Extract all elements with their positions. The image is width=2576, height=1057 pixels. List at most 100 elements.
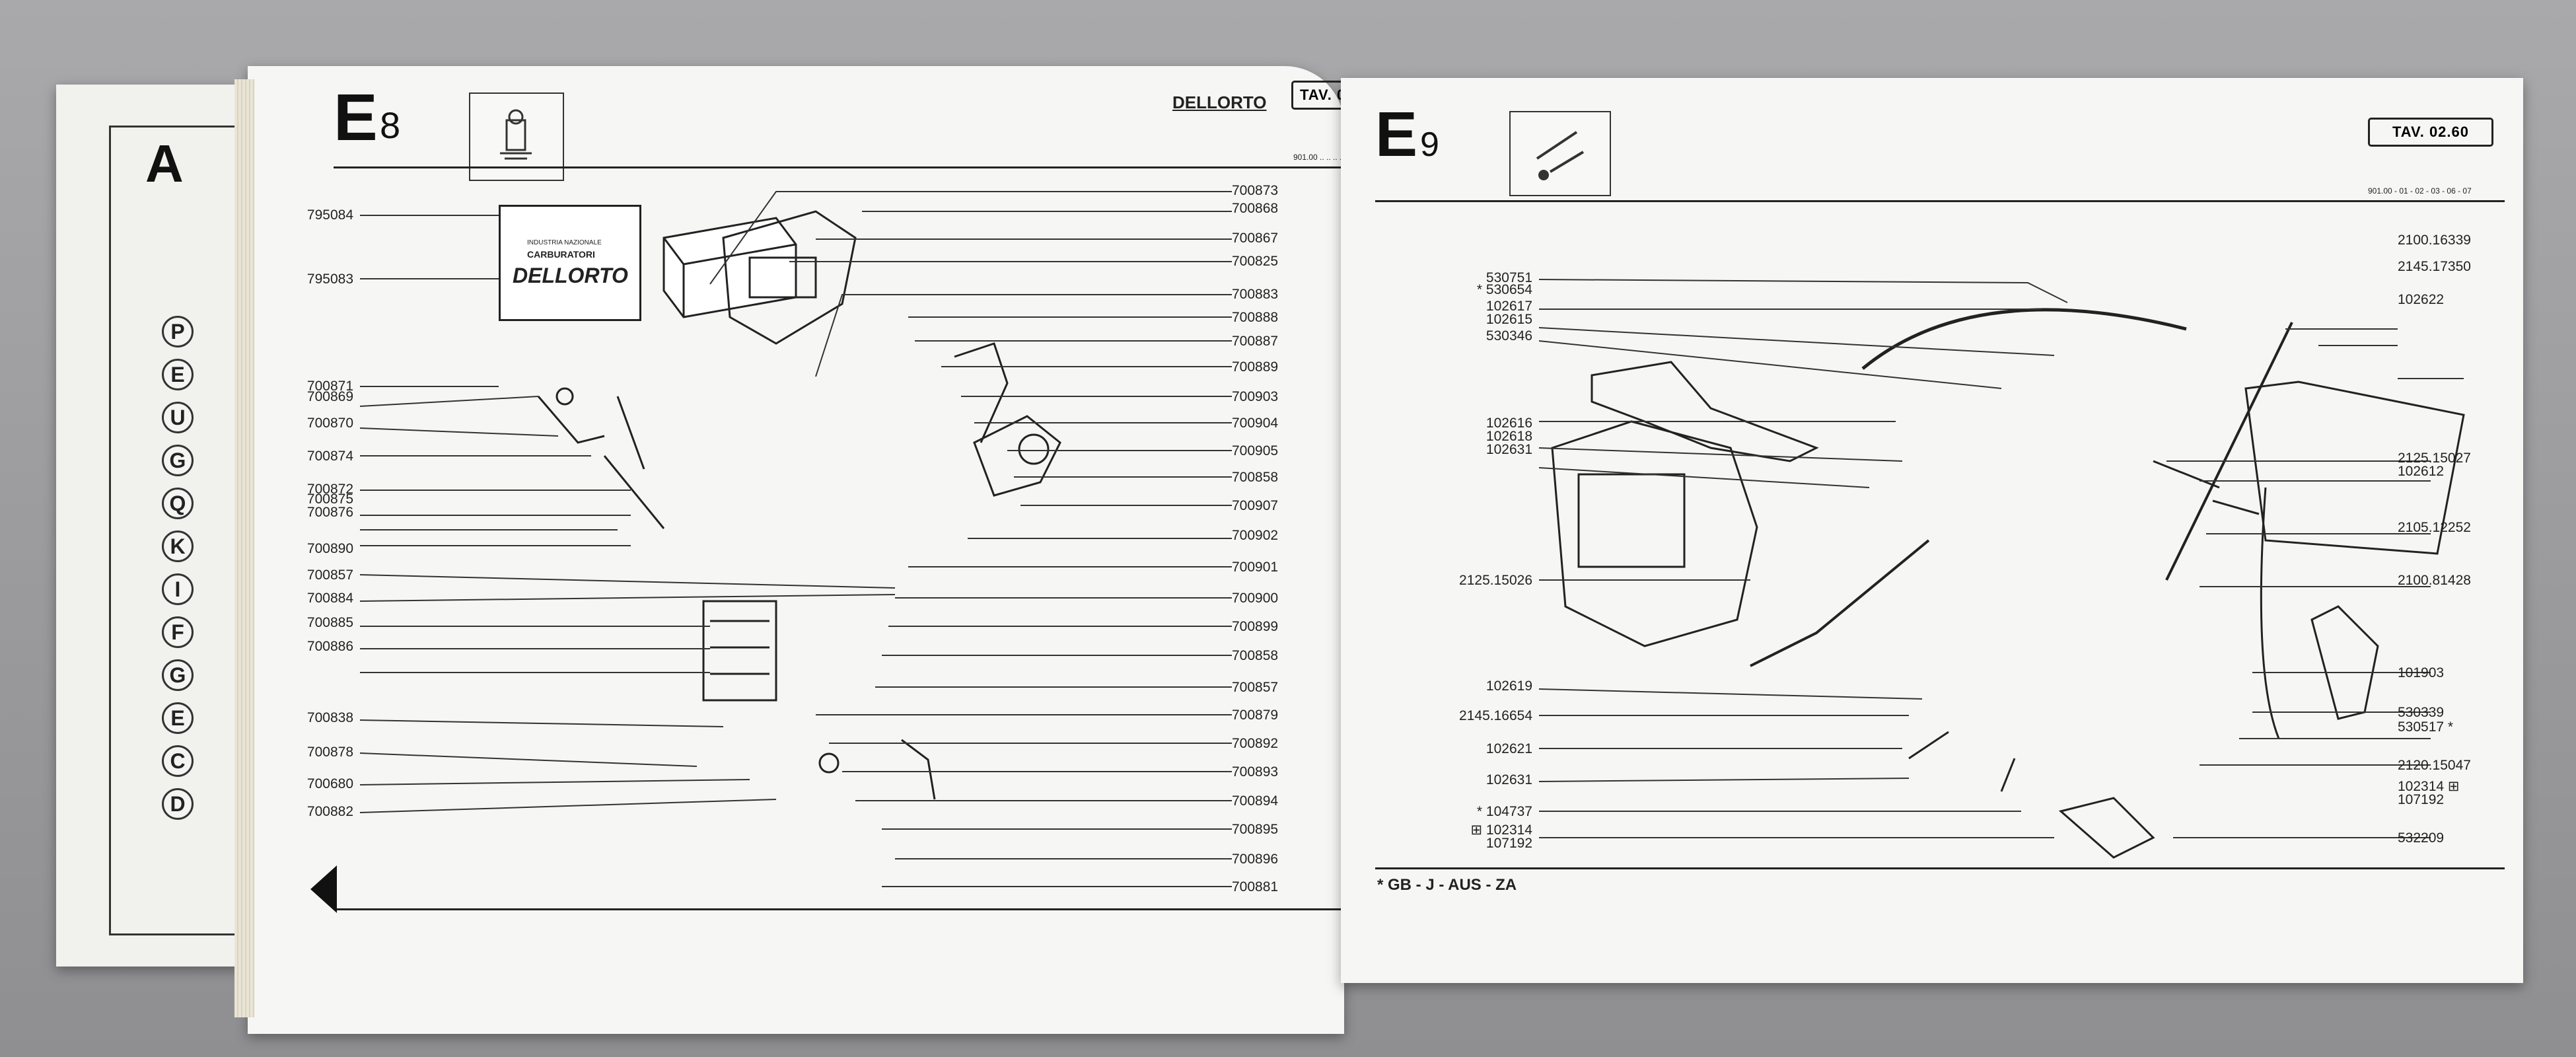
part-number-label: 102615 <box>1485 312 1532 327</box>
part-number-label: 700858 <box>1232 648 1279 663</box>
part-number-label: 700888 <box>1232 310 1279 325</box>
leader-lines <box>1538 279 2464 838</box>
section-letter: E <box>334 81 378 155</box>
part-number-label: 101903 <box>2398 665 2445 680</box>
carb-label-line2: CARBURATORI <box>527 249 595 260</box>
left-page: E 8 DELLORTO TAV. 02.60 901.00 .. .. .. … <box>234 66 1357 1034</box>
carburetor-label-box: INDUSTRIA NAZIONALE CARBURATORI DELLORTO <box>499 205 641 321</box>
part-number-label: 2125.15027 <box>2398 451 2471 466</box>
part-number-label: 700899 <box>1232 619 1279 634</box>
back-arrow-icon[interactable] <box>310 865 337 913</box>
index-letter-button[interactable]: C <box>162 745 194 777</box>
index-letter-button[interactable]: E <box>162 359 194 390</box>
page-edges <box>234 79 254 1017</box>
part-number-label: 700867 <box>1232 231 1279 246</box>
carb-label-line3: DELLORTO <box>513 264 628 287</box>
part-number-label: 2100.16339 <box>2398 233 2471 248</box>
index-letter-button[interactable]: E <box>162 702 194 734</box>
section-number: 8 <box>380 104 401 146</box>
part-number-label: 2125.15026 <box>1459 573 1532 588</box>
index-letter-button[interactable]: D <box>162 788 194 820</box>
part-number-label: 530517 * <box>2398 719 2454 735</box>
exploded-diagram <box>359 191 1232 887</box>
tav-reference: TAV. 02.60 <box>2368 118 2493 147</box>
part-number-label: 700857 <box>306 567 353 583</box>
footnote: * GB - J - AUS - ZA <box>1377 876 1517 894</box>
section-letter-a: A <box>145 134 184 193</box>
part-number-label: 700885 <box>306 615 353 630</box>
part-number-label: 700882 <box>306 804 353 819</box>
part-number-label: 700874 <box>306 449 353 464</box>
linkage-diagram <box>1538 279 2465 859</box>
part-number-label: * 104737 <box>1476 804 1532 819</box>
part-number-label: 700825 <box>1232 254 1279 269</box>
part-number-label: 795083 <box>306 272 353 287</box>
part-number-label: 700884 <box>306 591 353 606</box>
part-number-label: 2145.17350 <box>2398 259 2471 274</box>
part-number-label: 700903 <box>1232 389 1279 404</box>
part-number-label: 700901 <box>1232 560 1279 575</box>
part-number-label: 102314 ⊞ <box>2398 779 2460 794</box>
part-number-label: 700886 <box>306 639 353 654</box>
header-rule <box>334 166 1344 168</box>
part-number-label: 102621 <box>1485 741 1532 756</box>
sub-reference: 901.00 - 01 - 02 - 03 - 06 - 07 <box>2368 186 2472 196</box>
part-number-label: 2120.15047 <box>2398 758 2471 773</box>
part-number-label: 700890 <box>306 541 353 556</box>
part-number-label: 102617 <box>1485 299 1532 314</box>
index-letter-button[interactable]: G <box>162 659 194 691</box>
part-number-label: 700895 <box>1232 822 1279 837</box>
part-number-label: 700838 <box>306 710 353 725</box>
part-number-label: 102622 <box>2398 292 2445 307</box>
part-number-label: 2105.12252 <box>2398 520 2471 535</box>
part-number-label: 700896 <box>1232 852 1279 867</box>
part-number-label: 700892 <box>1232 736 1279 751</box>
part-number-label: 530339 <box>2398 705 2445 720</box>
part-number-label: 102616 <box>1485 416 1532 431</box>
index-letter-button[interactable]: P <box>162 316 194 347</box>
part-number-label: 700868 <box>1232 201 1279 216</box>
part-number-label: 700900 <box>1232 591 1279 606</box>
part-number-label: 700883 <box>1232 287 1279 302</box>
index-letter-button[interactable]: F <box>162 616 194 648</box>
part-number-label: 102612 <box>2398 464 2445 479</box>
header-rule <box>1375 200 2505 202</box>
footer-rule <box>1375 867 2505 869</box>
index-letter-button[interactable]: I <box>162 573 194 605</box>
part-number-label: 102631 <box>1485 442 1532 457</box>
index-letter-button[interactable]: K <box>162 530 194 562</box>
part-number-label: 700869 <box>306 389 353 404</box>
part-number-label: 700889 <box>1232 359 1279 375</box>
part-number-label: 700878 <box>306 745 353 760</box>
leader-lines <box>359 191 1232 887</box>
part-number-label: 700893 <box>1232 764 1279 780</box>
part-number-label: 2145.16654 <box>1459 708 1532 723</box>
right-page: E 9 TAV. 02.60 901.00 - 01 - 02 - 03 - 0… <box>1341 78 2523 983</box>
part-number-label: 532209 <box>2398 830 2445 846</box>
part-number-label: 700887 <box>1232 334 1279 349</box>
index-letter-button[interactable]: U <box>162 402 194 433</box>
part-number-label: 700879 <box>1232 708 1279 723</box>
part-number-label: ⊞ 102314 <box>1470 822 1532 838</box>
part-number-label: 700876 <box>306 505 353 520</box>
part-number-label: 700905 <box>1232 443 1279 458</box>
part-number-label: 102618 <box>1485 429 1532 444</box>
part-number-label: 700873 <box>1232 183 1279 198</box>
footer-rule <box>334 908 1344 910</box>
index-letter-button[interactable]: G <box>162 445 194 476</box>
part-number-label: 530346 <box>1485 328 1532 344</box>
part-number-label: 530751 <box>1485 270 1532 285</box>
part-number-label: 700881 <box>1232 879 1279 894</box>
part-number-label: 700875 <box>306 492 353 507</box>
part-number-label: 700902 <box>1232 528 1279 543</box>
part-number-label: 102631 <box>1485 772 1532 787</box>
part-number-label: 700870 <box>306 416 353 431</box>
part-number-label: 700858 <box>1232 470 1279 485</box>
part-number-label: 700904 <box>1232 416 1279 431</box>
part-number-label: 700907 <box>1232 498 1279 513</box>
section-number: 9 <box>1420 126 1439 164</box>
part-number-label: 700871 <box>306 379 353 394</box>
index-letter-button[interactable]: Q <box>162 488 194 519</box>
